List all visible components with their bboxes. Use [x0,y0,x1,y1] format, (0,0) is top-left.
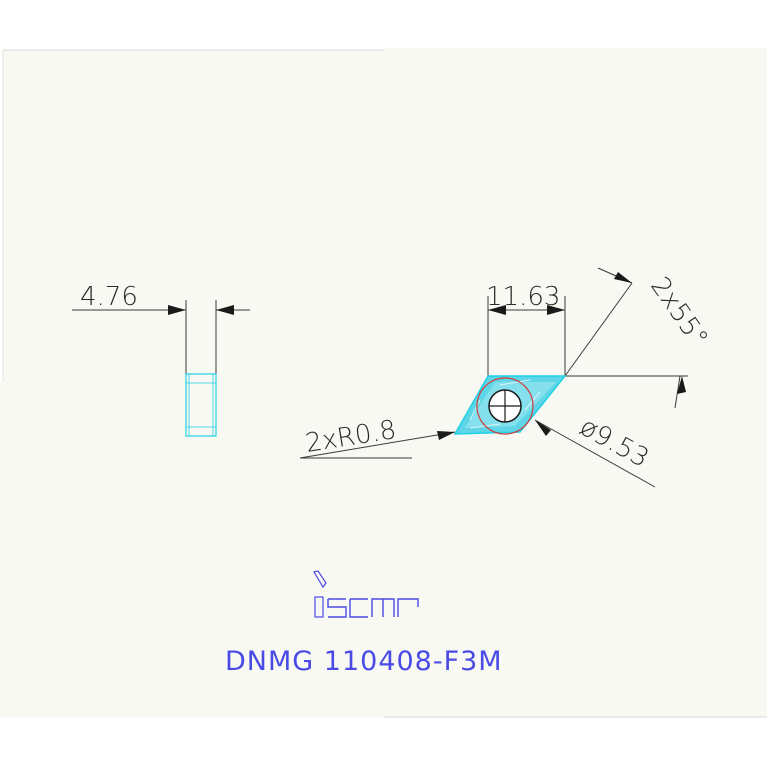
inscribed-length-label: 11.63 [486,282,560,312]
side-view: 4.76 [72,282,250,437]
part-number: DNMG 110408-F3M [225,646,503,677]
iscar-logo: iscar [313,570,419,618]
thickness-label: 4.76 [80,282,138,312]
